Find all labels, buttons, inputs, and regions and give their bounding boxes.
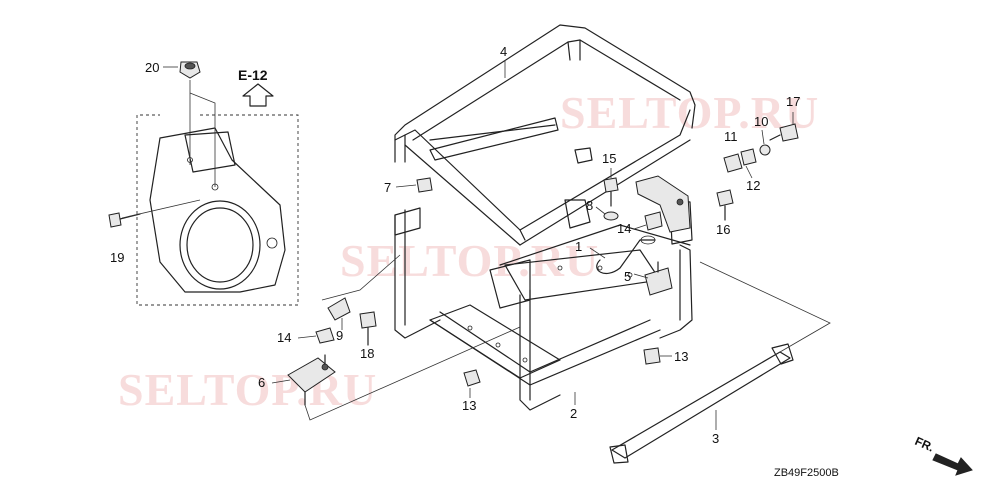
callout-20: 20 <box>145 60 159 75</box>
stay-bar-3 <box>609 343 794 464</box>
switch-bracket <box>635 175 691 233</box>
front-label: FR. <box>913 434 936 455</box>
screw-19 <box>108 199 201 228</box>
nut-13-right <box>643 347 661 365</box>
callout-14-right: 14 <box>617 221 631 236</box>
callout-17: 17 <box>786 94 800 109</box>
nut-13-left <box>463 369 481 387</box>
callout-19: 19 <box>110 250 124 265</box>
callout-8: 8 <box>586 198 593 213</box>
spacer-12 <box>740 148 757 166</box>
nut-14-left <box>315 327 335 344</box>
callout-7: 7 <box>384 180 391 195</box>
front-arrow-icon <box>932 453 973 476</box>
callout-5: 5 <box>624 269 631 284</box>
callout-12: 12 <box>746 178 760 193</box>
bolt-18 <box>359 311 377 346</box>
callout-1: 1 <box>575 239 582 254</box>
mount-rubber-6 <box>287 354 336 406</box>
up-arrow-icon <box>242 83 274 107</box>
nut-14-right <box>644 211 663 231</box>
callout-4: 4 <box>500 44 507 59</box>
callout-16: 16 <box>716 222 730 237</box>
bolt-15 <box>603 177 619 207</box>
front-direction-indicator: FR. <box>913 434 973 476</box>
bracket-9 <box>327 297 351 321</box>
callout-11: 11 <box>724 129 738 144</box>
callout-18: 18 <box>360 346 374 361</box>
callout-3: 3 <box>712 431 719 446</box>
watermark-seltop-middle: SELTOP.RU <box>340 235 599 286</box>
washer-8 <box>603 211 619 221</box>
callout-13-left: 13 <box>462 398 476 413</box>
washer-10 <box>759 144 771 156</box>
grommet-7 <box>416 177 433 193</box>
bolt-17 <box>769 123 799 142</box>
callout-2: 2 <box>570 406 577 421</box>
reference-e12: E-12 <box>238 67 268 83</box>
diagram-code: ZB49F2500B <box>774 467 839 479</box>
callout-9: 9 <box>336 328 343 343</box>
terminal-5 <box>644 261 673 296</box>
callout-13-right: 13 <box>674 349 688 364</box>
fan-cover-group <box>136 114 299 306</box>
callout-10: 10 <box>754 114 768 129</box>
callout-14-left: 14 <box>277 330 291 345</box>
bolt-20 <box>179 61 201 79</box>
collar-11 <box>723 153 743 173</box>
callout-15: 15 <box>602 151 616 166</box>
frame-pipes <box>394 24 696 411</box>
callout-6: 6 <box>258 375 265 390</box>
bolt-16 <box>716 189 734 221</box>
ground-cable-1 <box>596 235 656 274</box>
